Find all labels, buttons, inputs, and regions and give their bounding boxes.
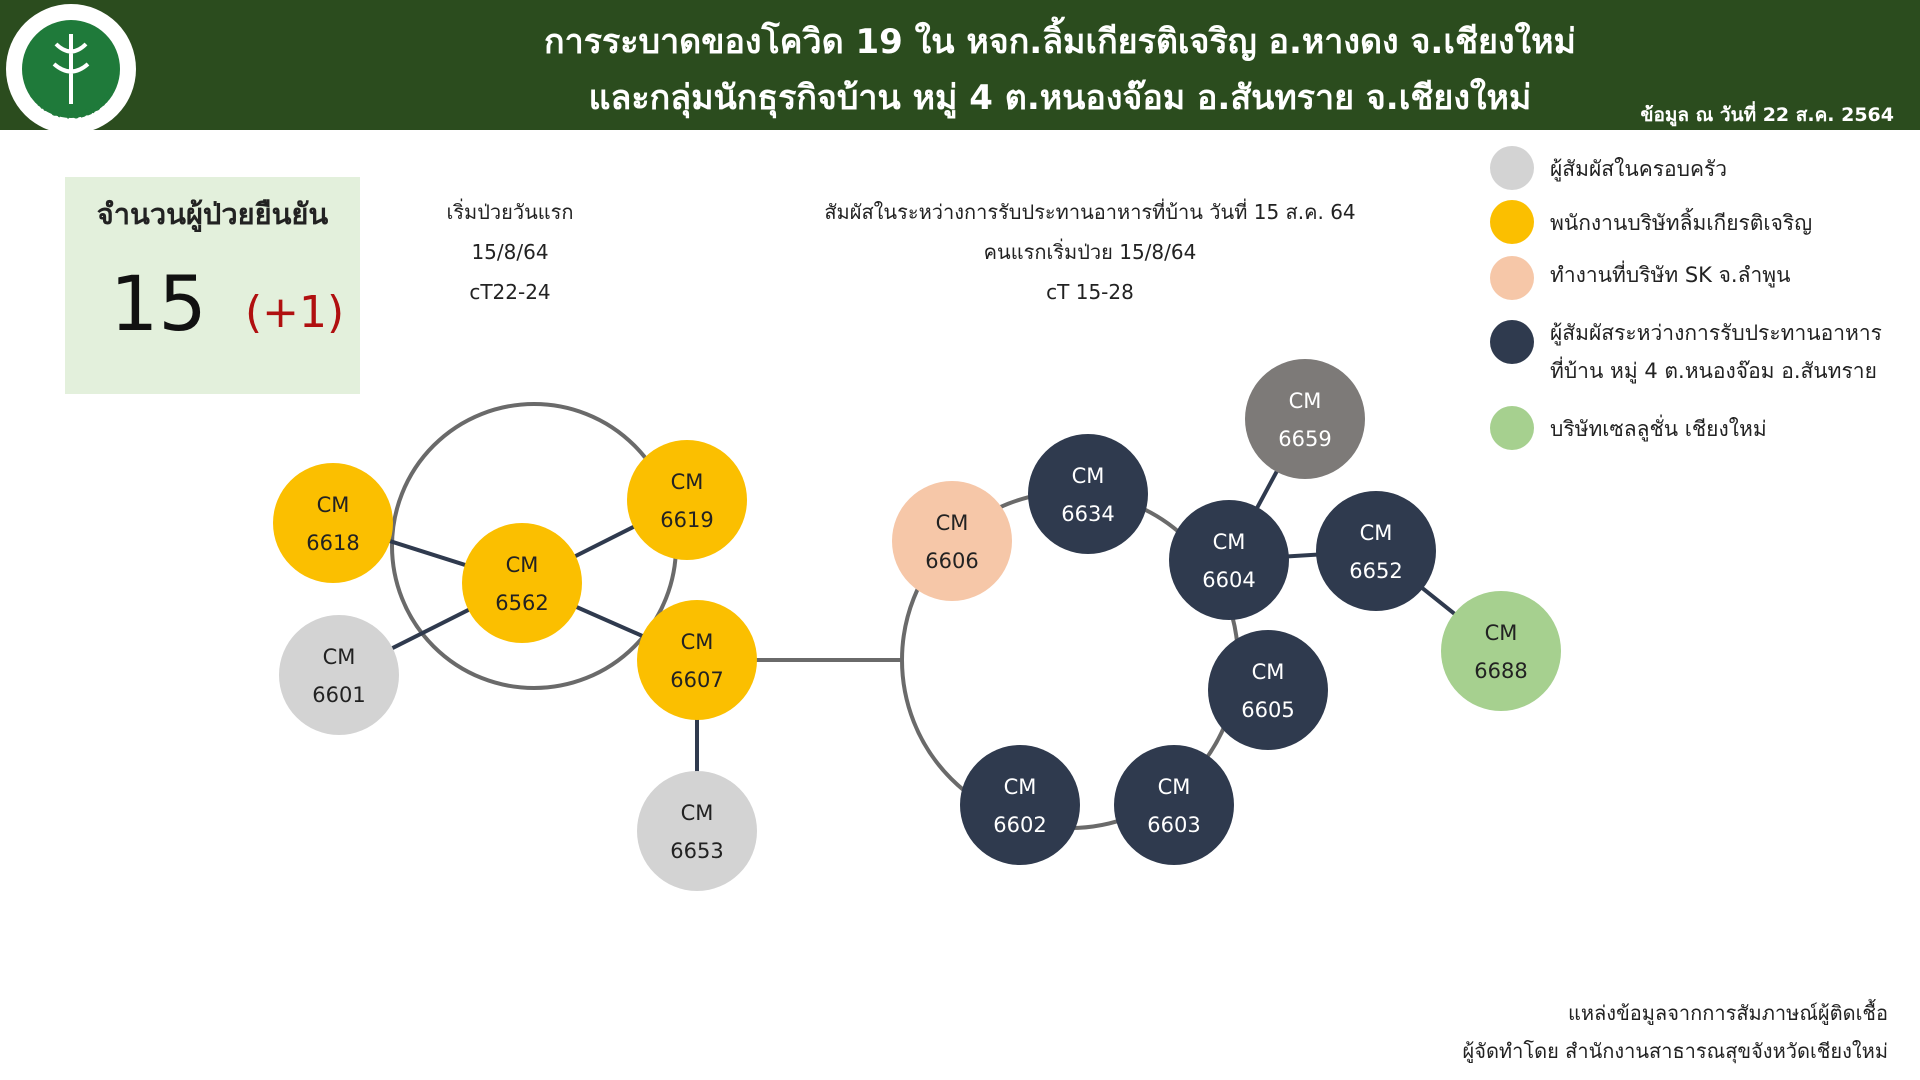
- case-node-number: 6652: [1349, 559, 1402, 583]
- case-node-circle: [960, 745, 1080, 865]
- case-node-number: 6603: [1147, 813, 1200, 837]
- note-dinner-contact: สัมผัสในระหว่างการรับประทานอาหารที่บ้าน …: [790, 192, 1390, 312]
- case-node-prefix: CM: [1485, 621, 1518, 645]
- footer-credits: แหล่งข้อมูลจากการสัมภาษณ์ผู้ติดเชื้อ ผู้…: [1463, 994, 1889, 1070]
- confirmed-count-delta: (+1): [245, 287, 345, 338]
- case-node-circle: [1169, 500, 1289, 620]
- legend-label-line: ที่บ้าน หมู่ 4 ต.หนองจ๊อม อ.สันทราย: [1550, 359, 1877, 383]
- case-node-prefix: CM: [1289, 389, 1322, 413]
- footer-author: ผู้จัดทำโดย สำนักงานสาธารณสุขจังหวัดเชีย…: [1462, 1039, 1889, 1063]
- case-node-circle: [279, 615, 399, 735]
- case-node-circle: [1028, 434, 1148, 554]
- legend-label: ทำงานที่บริษัท SK จ.ลำพูน: [1550, 263, 1791, 287]
- case-node-circle: [1114, 745, 1234, 865]
- case-node-number: 6618: [306, 531, 359, 555]
- note-line: เริ่มป่วยวันแรก: [446, 200, 574, 224]
- title-line-2: และกลุ่มนักธุรกิจบ้าน หมู่ 4 ต.หนองจ๊อม …: [588, 78, 1532, 118]
- case-node-circle: [273, 463, 393, 583]
- case-node-6619: CM 6619: [627, 440, 747, 560]
- legend-label: ผู้สัมผัสระหว่างการรับประทานอาหาร ที่บ้า…: [1550, 314, 1882, 390]
- case-node-6653: CM 6653: [637, 771, 757, 891]
- case-node-prefix: CM: [1158, 775, 1191, 799]
- case-node-circle: [1208, 630, 1328, 750]
- data-date: ข้อมูล ณ วันที่ 22 ส.ค. 2564: [1640, 104, 1894, 126]
- case-node-prefix: CM: [323, 645, 356, 669]
- legend-label: ผู้สัมผัสในครอบครัว: [1550, 157, 1728, 181]
- note-line: 15/8/64: [471, 240, 549, 264]
- case-node-prefix: CM: [1072, 464, 1105, 488]
- case-node-prefix: CM: [1213, 530, 1246, 554]
- case-node-prefix: CM: [506, 553, 539, 577]
- case-node-circle: [1316, 491, 1436, 611]
- case-node-prefix: CM: [671, 470, 704, 494]
- case-node-number: 6688: [1474, 659, 1527, 683]
- case-node-6688: CM 6688: [1441, 591, 1561, 711]
- case-node-prefix: CM: [1360, 521, 1393, 545]
- confirmed-count-box: จำนวนผู้ป่วยยืนยัน 15 (+1): [65, 177, 360, 394]
- legend-label: พนักงานบริษัทลิ้มเกียรติเจริญ: [1550, 211, 1813, 235]
- case-node-number: 6619: [660, 508, 713, 532]
- case-node-prefix: CM: [681, 630, 714, 654]
- case-node-number: 6659: [1278, 427, 1331, 451]
- confirmed-count-label: จำนวนผู้ป่วยยืนยัน: [96, 197, 329, 231]
- legend-dot: [1490, 406, 1534, 450]
- case-node-circle: [637, 771, 757, 891]
- case-node-circle: [627, 440, 747, 560]
- confirmed-count-total: 15: [110, 259, 207, 348]
- case-node-prefix: CM: [681, 801, 714, 825]
- case-node-6601: CM 6601: [279, 615, 399, 735]
- case-node-number: 6601: [312, 683, 365, 707]
- case-node-circle: [462, 523, 582, 643]
- case-node-number: 6604: [1202, 568, 1255, 592]
- title-line-1: การระบาดของโควิด 19 ใน หจก.ลิ้มเกียรติเจ…: [544, 22, 1576, 62]
- case-node-6602: CM 6602: [960, 745, 1080, 865]
- case-node-6659: CM 6659: [1245, 359, 1365, 479]
- case-node-circle: [1441, 591, 1561, 711]
- case-node-circle: [637, 600, 757, 720]
- case-node-circle: [1245, 359, 1365, 479]
- case-node-6618: CM 6618: [273, 463, 393, 583]
- header-banner: MINISTRY OF PUBLIC HEALTH การระบาดของโคว…: [0, 0, 1920, 134]
- legend-dot: [1490, 146, 1534, 190]
- case-node-number: 6634: [1061, 502, 1114, 526]
- legend-dot: [1490, 320, 1534, 364]
- case-node-6607: CM 6607: [637, 600, 757, 720]
- note-line: cT 15-28: [1046, 280, 1134, 304]
- footer-source: แหล่งข้อมูลจากการสัมภาษณ์ผู้ติดเชื้อ: [1567, 1001, 1888, 1025]
- case-node-6634: CM 6634: [1028, 434, 1148, 554]
- case-node-circle: [892, 481, 1012, 601]
- case-node-number: 6653: [670, 839, 723, 863]
- note-line: สัมผัสในระหว่างการรับประทานอาหารที่บ้าน …: [824, 200, 1356, 224]
- ministry-logo: MINISTRY OF PUBLIC HEALTH: [6, 4, 136, 134]
- case-node-6604: CM 6604: [1169, 500, 1289, 620]
- case-node-6562: CM 6562: [462, 523, 582, 643]
- case-node-number: 6607: [670, 668, 723, 692]
- logo-ring-text: MINISTRY OF PUBLIC HEALTH: [6, 4, 118, 122]
- case-node-number: 6606: [925, 549, 978, 573]
- case-node-6606: CM 6606: [892, 481, 1012, 601]
- case-node-number: 6605: [1241, 698, 1294, 722]
- case-node-prefix: CM: [1252, 660, 1285, 684]
- legend-label-line: ผู้สัมผัสระหว่างการรับประทานอาหาร: [1550, 321, 1882, 345]
- legend-dot: [1490, 256, 1534, 300]
- note-line: cT22-24: [469, 280, 551, 304]
- case-node-prefix: CM: [1004, 775, 1037, 799]
- note-first-onset: เริ่มป่วยวันแรก 15/8/64 cT22-24: [420, 192, 600, 312]
- legend-dot: [1490, 200, 1534, 244]
- note-line: คนแรกเริ่มป่วย 15/8/64: [983, 240, 1197, 264]
- case-node-prefix: CM: [936, 511, 969, 535]
- case-node-6652: CM 6652: [1316, 491, 1436, 611]
- case-nodes: CM6618CM6562CM6619CM6607CM6601CM6653CM66…: [273, 359, 1561, 891]
- case-node-6605: CM 6605: [1208, 630, 1328, 750]
- case-node-prefix: CM: [317, 493, 350, 517]
- case-node-number: 6602: [993, 813, 1046, 837]
- legend-label: บริษัทเซลลูชั่น เชียงใหม่: [1550, 417, 1767, 441]
- case-node-number: 6562: [495, 591, 548, 615]
- case-node-6603: CM 6603: [1114, 745, 1234, 865]
